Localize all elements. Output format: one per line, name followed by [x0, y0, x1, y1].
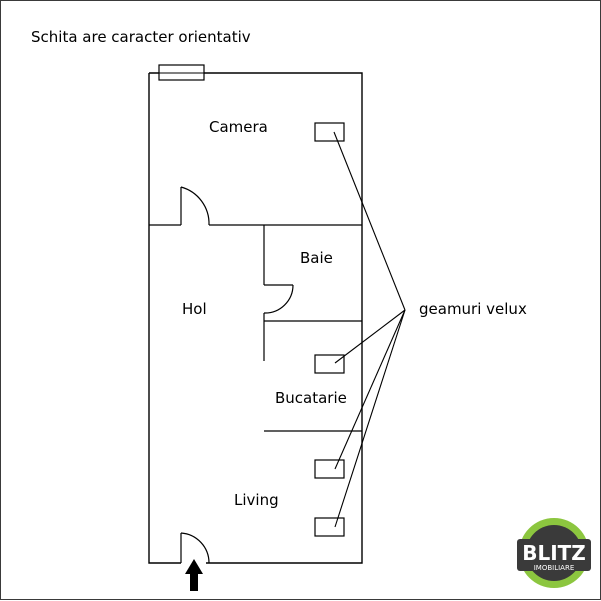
skylight-camera — [314, 122, 345, 142]
room-label-camera: Camera — [209, 118, 268, 136]
blitz-logo: BLITZ IMOBILIARE — [517, 518, 591, 588]
orientation-note: Schita are caracter orientativ — [31, 28, 251, 46]
logo-sub: IMOBILIARE — [534, 564, 575, 572]
room-label-baie: Baie — [300, 249, 333, 267]
room-label-hol: Hol — [182, 300, 207, 318]
callout-label: geamuri velux — [419, 300, 527, 318]
door-camera — [180, 186, 210, 226]
skylight-living-upper — [314, 459, 345, 479]
entrance-arrow-icon — [185, 559, 203, 591]
skylight-bucatarie — [314, 354, 345, 374]
interior-walls — [149, 224, 362, 432]
outer-walls — [148, 72, 363, 564]
room-label-bucatarie: Bucatarie — [275, 389, 347, 407]
door-baie — [263, 284, 294, 314]
door-entrance — [180, 532, 210, 564]
skylight-living-lower — [314, 517, 345, 537]
callout-leaders — [333, 131, 406, 528]
skylights — [314, 122, 345, 537]
logo-brand: BLITZ — [522, 541, 586, 565]
room-label-living: Living — [234, 491, 279, 509]
